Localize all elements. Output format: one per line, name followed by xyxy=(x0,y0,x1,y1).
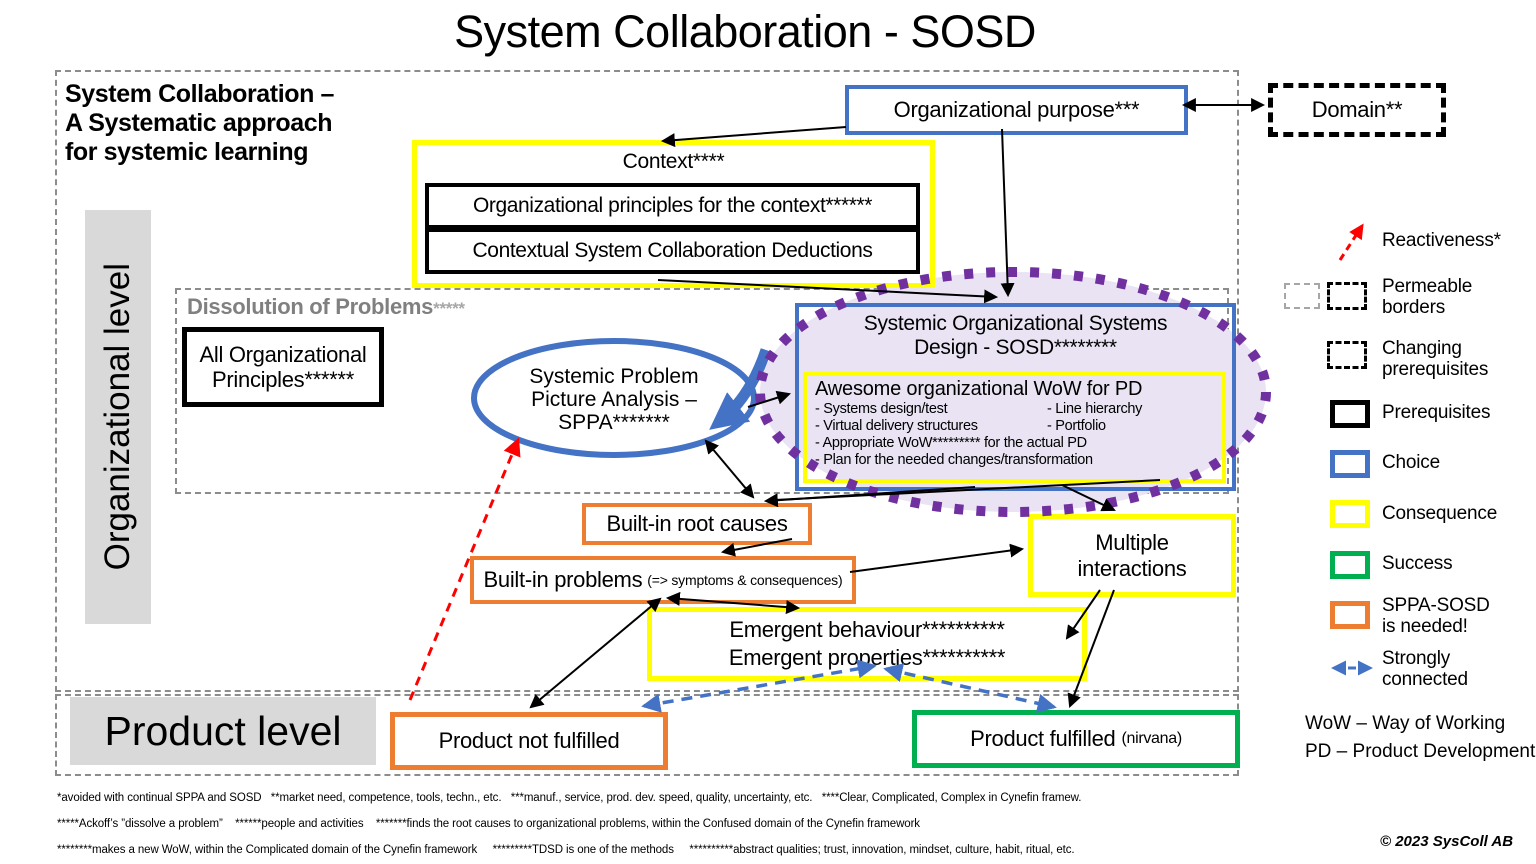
sppa-sosd-needed-icon xyxy=(1330,601,1370,629)
context-deductions-label: Contextual System Collaboration Deductio… xyxy=(472,239,873,262)
sosd-title-line: Systemic Organizational Systems xyxy=(863,312,1168,335)
context-principles-box: Organizational principles for the contex… xyxy=(425,183,920,229)
product-level-bar: Product level xyxy=(70,697,376,765)
copyright-notice: © 2023 SysColl AB xyxy=(1380,833,1514,850)
abbreviations: WoW – Way of Working PD – Product Develo… xyxy=(1305,710,1535,766)
emergent-box: Emergent behaviour********** Emergent pr… xyxy=(647,607,1087,681)
organizational-purpose-label: Organizational purpose*** xyxy=(893,97,1140,123)
emergent-line: Emergent properties********** xyxy=(728,645,1006,670)
multiple-interactions-line: interactions xyxy=(1077,555,1187,581)
success-icon xyxy=(1330,551,1370,579)
wow-bullets-left: - Systems design/test - Virtual delivery… xyxy=(807,401,1047,435)
built-in-root-causes-box: Built-in root causes xyxy=(582,503,812,545)
wow-bullet: - Virtual delivery structures xyxy=(815,418,978,434)
built-in-problems-suffix: (=> symptoms & consequences) xyxy=(647,571,843,588)
built-in-root-causes-label: Built-in root causes xyxy=(606,511,788,537)
wow-title: Awesome organizational WoW for PD xyxy=(815,378,1143,400)
footnote-line-1: *avoided with continual SPPA and SOSD **… xyxy=(57,792,1082,804)
dissolution-label: Dissolution of Problems***** xyxy=(187,294,465,320)
organizational-level-bar: Organizational level xyxy=(85,210,151,624)
wow-box: Awesome organizational WoW for PD - Syst… xyxy=(803,372,1226,483)
wow-bullets-right: - Line hierarchy - Portfolio xyxy=(1047,401,1222,435)
built-in-problems-label: Built-in problems xyxy=(483,567,643,593)
abbreviation-wow: WoW – Way of Working xyxy=(1305,713,1506,734)
legend-label-reactiveness: Reactiveness* xyxy=(1382,230,1501,251)
sppa-line: Picture Analysis – xyxy=(531,388,697,411)
multiple-interactions-box: Multiple interactions xyxy=(1028,514,1236,597)
built-in-problems-box: Built-in problems (=> symptoms & consequ… xyxy=(470,556,856,604)
legend-label-strongly-connected: Strongly connected xyxy=(1382,648,1468,690)
organizational-level-label: Organizational level xyxy=(98,263,137,571)
strongly-connected-icon xyxy=(1331,660,1373,676)
abbreviation-pd: PD – Product Development xyxy=(1305,741,1536,762)
dissolution-title: Dissolution of Problems xyxy=(187,294,434,319)
consequence-icon xyxy=(1330,500,1370,528)
multiple-interactions-line: Multiple xyxy=(1095,530,1169,556)
dissolution-stars: ***** xyxy=(433,299,465,318)
all-principles-line: All Organizational xyxy=(199,341,367,367)
legend-label-success: Success xyxy=(1382,553,1453,574)
context-title: Context**** xyxy=(622,150,725,173)
sppa-line: Systemic Problem xyxy=(529,365,699,388)
wow-bullet-columns: - Systems design/test - Virtual delivery… xyxy=(807,401,1222,435)
wow-bullet: - Portfolio xyxy=(1047,418,1106,434)
changing-prerequisites-icon xyxy=(1327,341,1367,369)
wow-bullet: - Systems design/test xyxy=(815,401,948,417)
prerequisites-icon xyxy=(1330,400,1370,428)
organizational-purpose-box: Organizational purpose*** xyxy=(845,85,1188,135)
subtitle-heading: System Collaboration – A Systematic appr… xyxy=(65,80,334,167)
emergent-line: Emergent behaviour********** xyxy=(729,617,1005,642)
product-level-label: Product level xyxy=(104,707,342,754)
reactiveness-icon xyxy=(1338,223,1364,261)
choice-icon xyxy=(1330,450,1370,478)
permeable-borders-gray-icon xyxy=(1284,283,1320,309)
product-not-fulfilled-label: Product not fulfilled xyxy=(438,728,620,754)
sosd-title-line: Design - SOSD******** xyxy=(914,336,1117,359)
wow-bullet: - Line hierarchy xyxy=(1047,401,1143,417)
product-fulfilled-suffix: (nirvana) xyxy=(1121,729,1182,747)
legend-label-permeable-borders: Permeable borders xyxy=(1382,276,1473,318)
legend-label-changing-prerequisites: Changing prerequisites xyxy=(1382,338,1489,380)
sppa-label: Systemic Problem Picture Analysis – SPPA… xyxy=(468,365,760,434)
product-fulfilled-label: Product fulfilled xyxy=(970,726,1116,752)
legend-label-consequence: Consequence xyxy=(1382,503,1498,524)
domain-box: Domain** xyxy=(1268,83,1446,137)
legend-label-sppa-sosd-needed: SPPA-SOSD is needed! xyxy=(1382,595,1490,637)
domain-label: Domain** xyxy=(1311,97,1403,123)
subtitle-line: for systemic learning xyxy=(65,138,309,166)
footnote-line-3: ********makes a new WoW, within the Comp… xyxy=(57,844,1075,856)
wow-bullet: - Plan for the needed changes/transforma… xyxy=(815,452,1093,468)
product-not-fulfilled-box: Product not fulfilled xyxy=(390,712,668,770)
all-organizational-principles-box: All Organizational Principles****** xyxy=(182,327,384,407)
sppa-line: SPPA******* xyxy=(558,411,670,434)
page-title: System Collaboration - SOSD xyxy=(454,6,1036,57)
all-principles-line: Principles****** xyxy=(212,367,354,392)
subtitle-line: System Collaboration – xyxy=(65,80,335,108)
legend-label-prerequisites: Prerequisites xyxy=(1382,402,1491,423)
permeable-borders-black-icon xyxy=(1327,282,1367,310)
product-fulfilled-box: Product fulfilled (nirvana) xyxy=(912,710,1240,768)
context-principles-label: Organizational principles for the contex… xyxy=(472,194,873,217)
sosd-title: Systemic Organizational Systems Design -… xyxy=(863,307,1168,360)
wow-bullet: - Appropriate WoW********* for the actua… xyxy=(815,435,1087,451)
legend-label-choice: Choice xyxy=(1382,452,1440,473)
footnote-line-2: *****Ackoff’s ”dissolve a problem” *****… xyxy=(57,818,920,830)
subtitle-line: A Systematic approach xyxy=(65,109,333,137)
context-deductions-box: Contextual System Collaboration Deductio… xyxy=(425,228,920,274)
